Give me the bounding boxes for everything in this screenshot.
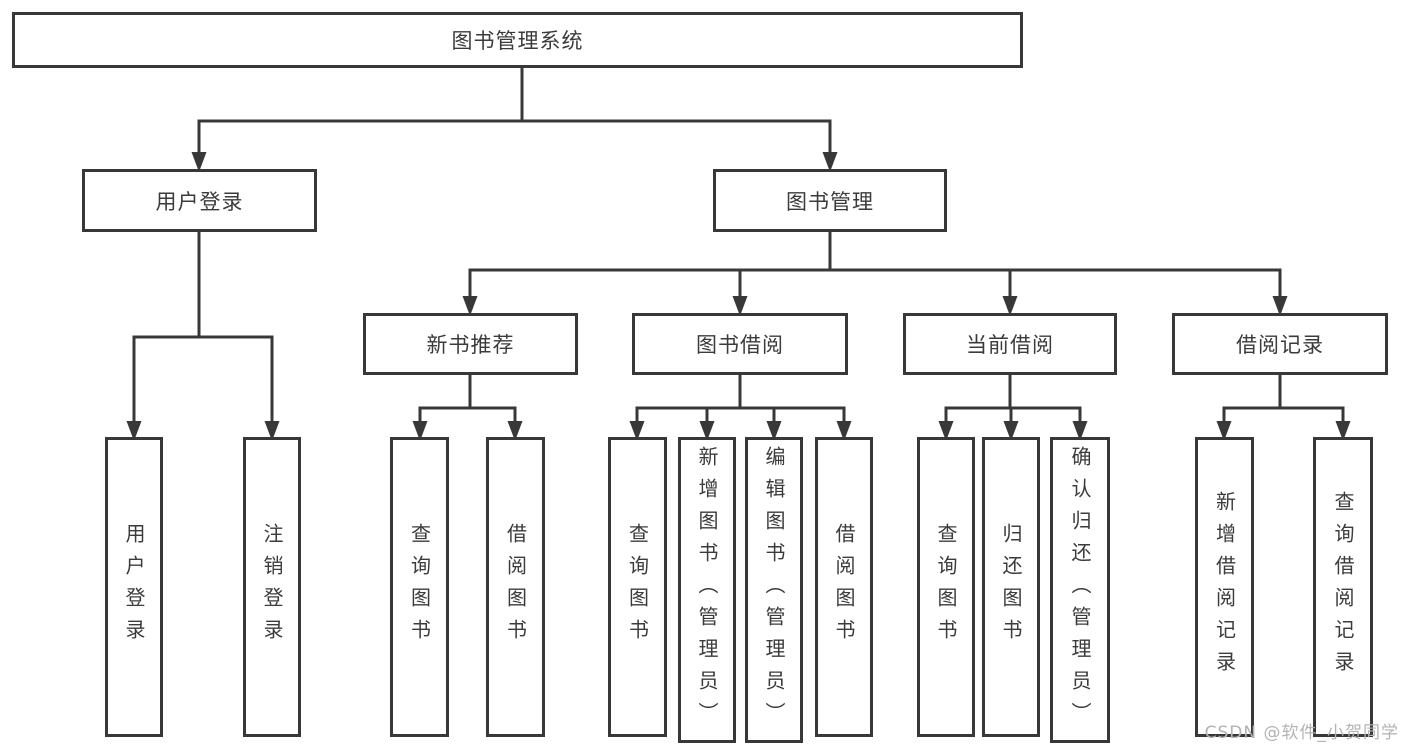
leaf-bb-add-books-admin: 新增图书（管理员） (678, 437, 736, 743)
leaf-cb-return-books-label: 归还图书 (999, 523, 1023, 651)
leaf-cb-confirm-return-admin-label: 确认归还（管理员） (1068, 446, 1092, 734)
leaf-nbr-query-books: 查询图书 (390, 437, 449, 737)
connector-userlogin-branch (132, 335, 274, 422)
leaf-logout-label: 注销登录 (260, 523, 284, 651)
leaf-br-query-record-label: 查询借阅记录 (1331, 491, 1355, 683)
leaf-cb-return-books: 归还图书 (982, 437, 1040, 737)
leaf-bb-query-books: 查询图书 (608, 437, 667, 737)
node-book-borrow: 图书借阅 (632, 313, 848, 375)
leaf-nbr-borrow-books-label: 借阅图书 (503, 523, 528, 651)
leaf-logout: 注销登录 (243, 437, 301, 737)
node-book-management: 图书管理 (713, 169, 947, 232)
leaf-br-add-record-label: 新增借阅记录 (1212, 491, 1237, 683)
leaf-br-query-record: 查询借阅记录 (1313, 437, 1373, 737)
node-current-borrow-label: 当前借阅 (966, 333, 1054, 357)
leaf-bb-add-books-admin-label: 新增图书（管理员） (695, 446, 719, 734)
leaf-bb-borrow-books-label: 借阅图书 (832, 523, 856, 651)
node-new-book-recommend: 新书推荐 (363, 313, 578, 375)
leaf-nbr-query-books-label: 查询图书 (407, 523, 432, 651)
connector-cb-branch (944, 406, 1082, 422)
leaf-cb-query-books: 查询图书 (917, 437, 975, 737)
connector-bb-branch (635, 406, 846, 422)
arrowheads (126, 152, 1351, 441)
leaf-bb-borrow-books: 借阅图书 (815, 437, 873, 737)
node-user-login: 用户登录 (82, 169, 317, 232)
node-borrow-records: 借阅记录 (1172, 313, 1388, 375)
node-root: 图书管理系统 (12, 12, 1023, 68)
connector-br-branch (1222, 406, 1345, 422)
leaf-user-login: 用户登录 (105, 437, 163, 737)
node-current-borrow: 当前借阅 (903, 313, 1117, 375)
leaf-cb-query-books-label: 查询图书 (934, 523, 958, 651)
connector-nbr-branch (418, 406, 517, 422)
watermark: CSDN @软件_小贺同学 (1204, 723, 1399, 743)
leaf-user-login-label: 用户登录 (122, 523, 146, 651)
leaf-br-add-record: 新增借阅记录 (1195, 437, 1254, 737)
node-user-login-label: 用户登录 (155, 189, 244, 214)
node-borrow-records-label: 借阅记录 (1236, 333, 1324, 357)
connector-root-branch (197, 119, 832, 154)
node-new-book-recommend-label: 新书推荐 (426, 333, 515, 357)
node-book-management-label: 图书管理 (786, 189, 874, 214)
leaf-bb-edit-books-admin-label: 编辑图书（管理员） (762, 446, 786, 734)
leaf-bb-edit-books-admin: 编辑图书（管理员） (745, 437, 803, 743)
connector-bookmgmt-branch (468, 268, 1282, 298)
node-book-borrow-label: 图书借阅 (696, 333, 784, 357)
leaf-bb-query-books-label: 查询图书 (625, 523, 650, 651)
leaf-cb-confirm-return-admin: 确认归还（管理员） (1050, 437, 1110, 743)
leaf-nbr-borrow-books: 借阅图书 (486, 437, 545, 737)
node-root-label: 图书管理系统 (451, 29, 584, 53)
